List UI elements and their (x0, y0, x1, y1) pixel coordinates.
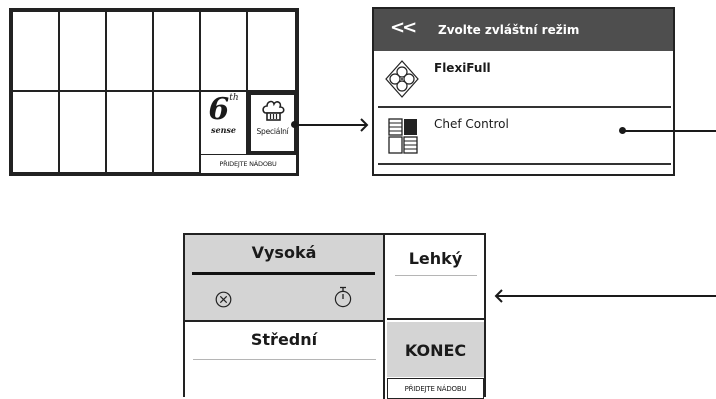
connector-line (623, 130, 716, 132)
menu-header: << Zvolte zvláštní režim (374, 9, 673, 51)
cooktop-zone[interactable] (152, 90, 201, 174)
arrow-right-icon (355, 118, 369, 132)
special-mode-button[interactable]: Speciální (248, 92, 297, 154)
cooktop-zone[interactable] (199, 10, 248, 92)
connector-line (295, 124, 359, 126)
flexifull-icon (385, 60, 419, 98)
power-level-light[interactable]: Lehký (387, 235, 484, 320)
menu-title: Zvolte zvláštní režim (438, 23, 580, 37)
menu-item-flexifull[interactable]: FlexiFull (374, 51, 673, 109)
power-level-panel: Vysoká Lehký Střední KONEC PŘIDEJTE NÁDO… (183, 233, 486, 399)
cooktop-zone[interactable] (152, 10, 201, 92)
underline-rule (193, 359, 376, 360)
power-level-light-label: Lehký (408, 249, 463, 268)
cooktop-zone[interactable] (246, 10, 297, 92)
power-level-high-label: Vysoká (251, 243, 317, 262)
power-level-medium[interactable]: Střední (185, 322, 385, 399)
connector-dot (619, 127, 626, 134)
add-pot-indicator: PŘIDEJTE NÁDOBU (199, 154, 297, 174)
add-pot-indicator: PŘIDEJTE NÁDOBU (387, 378, 484, 399)
cooktop-zone[interactable] (58, 10, 107, 92)
menu-divider (378, 106, 671, 108)
sixth-sense-word: sense (210, 125, 236, 135)
underline-rule (395, 275, 477, 276)
sixth-sense-superscript: th (229, 93, 239, 103)
power-level-bar (192, 272, 375, 275)
end-button[interactable]: KONEC (387, 322, 484, 377)
timer-icon[interactable] (333, 286, 353, 308)
chef-hat-icon (261, 100, 285, 121)
special-mode-label: Speciální (256, 127, 289, 136)
cooktop-zone[interactable] (105, 90, 154, 174)
chef-control-icon (388, 118, 418, 154)
cooktop-zone[interactable] (105, 10, 154, 92)
sixth-sense-zone[interactable]: 6th sense (199, 90, 248, 154)
menu-divider (378, 163, 671, 165)
connector-dot (291, 121, 298, 128)
panel-divider (185, 320, 385, 322)
special-mode-menu: << Zvolte zvláštní režim FlexiFull (372, 7, 675, 176)
cooktop-zone[interactable] (11, 90, 60, 174)
power-level-medium-label: Střední (250, 330, 318, 349)
cooktop-grid: 6th sense Speciální PŘIDEJTE NÁDOBU (9, 8, 299, 176)
menu-item-label: Chef Control (434, 117, 509, 131)
menu-item-chef-control[interactable]: Chef Control (374, 109, 673, 164)
menu-item-label: FlexiFull (434, 61, 491, 75)
connector-line (506, 295, 716, 297)
sixth-sense-number: 6 (208, 92, 230, 127)
cancel-icon[interactable] (215, 291, 232, 308)
back-button[interactable]: << (390, 17, 417, 38)
cooktop-zone[interactable] (58, 90, 107, 174)
cooktop-zone[interactable] (11, 10, 60, 92)
power-level-high[interactable]: Vysoká (185, 235, 385, 320)
end-button-label: KONEC (404, 341, 467, 360)
